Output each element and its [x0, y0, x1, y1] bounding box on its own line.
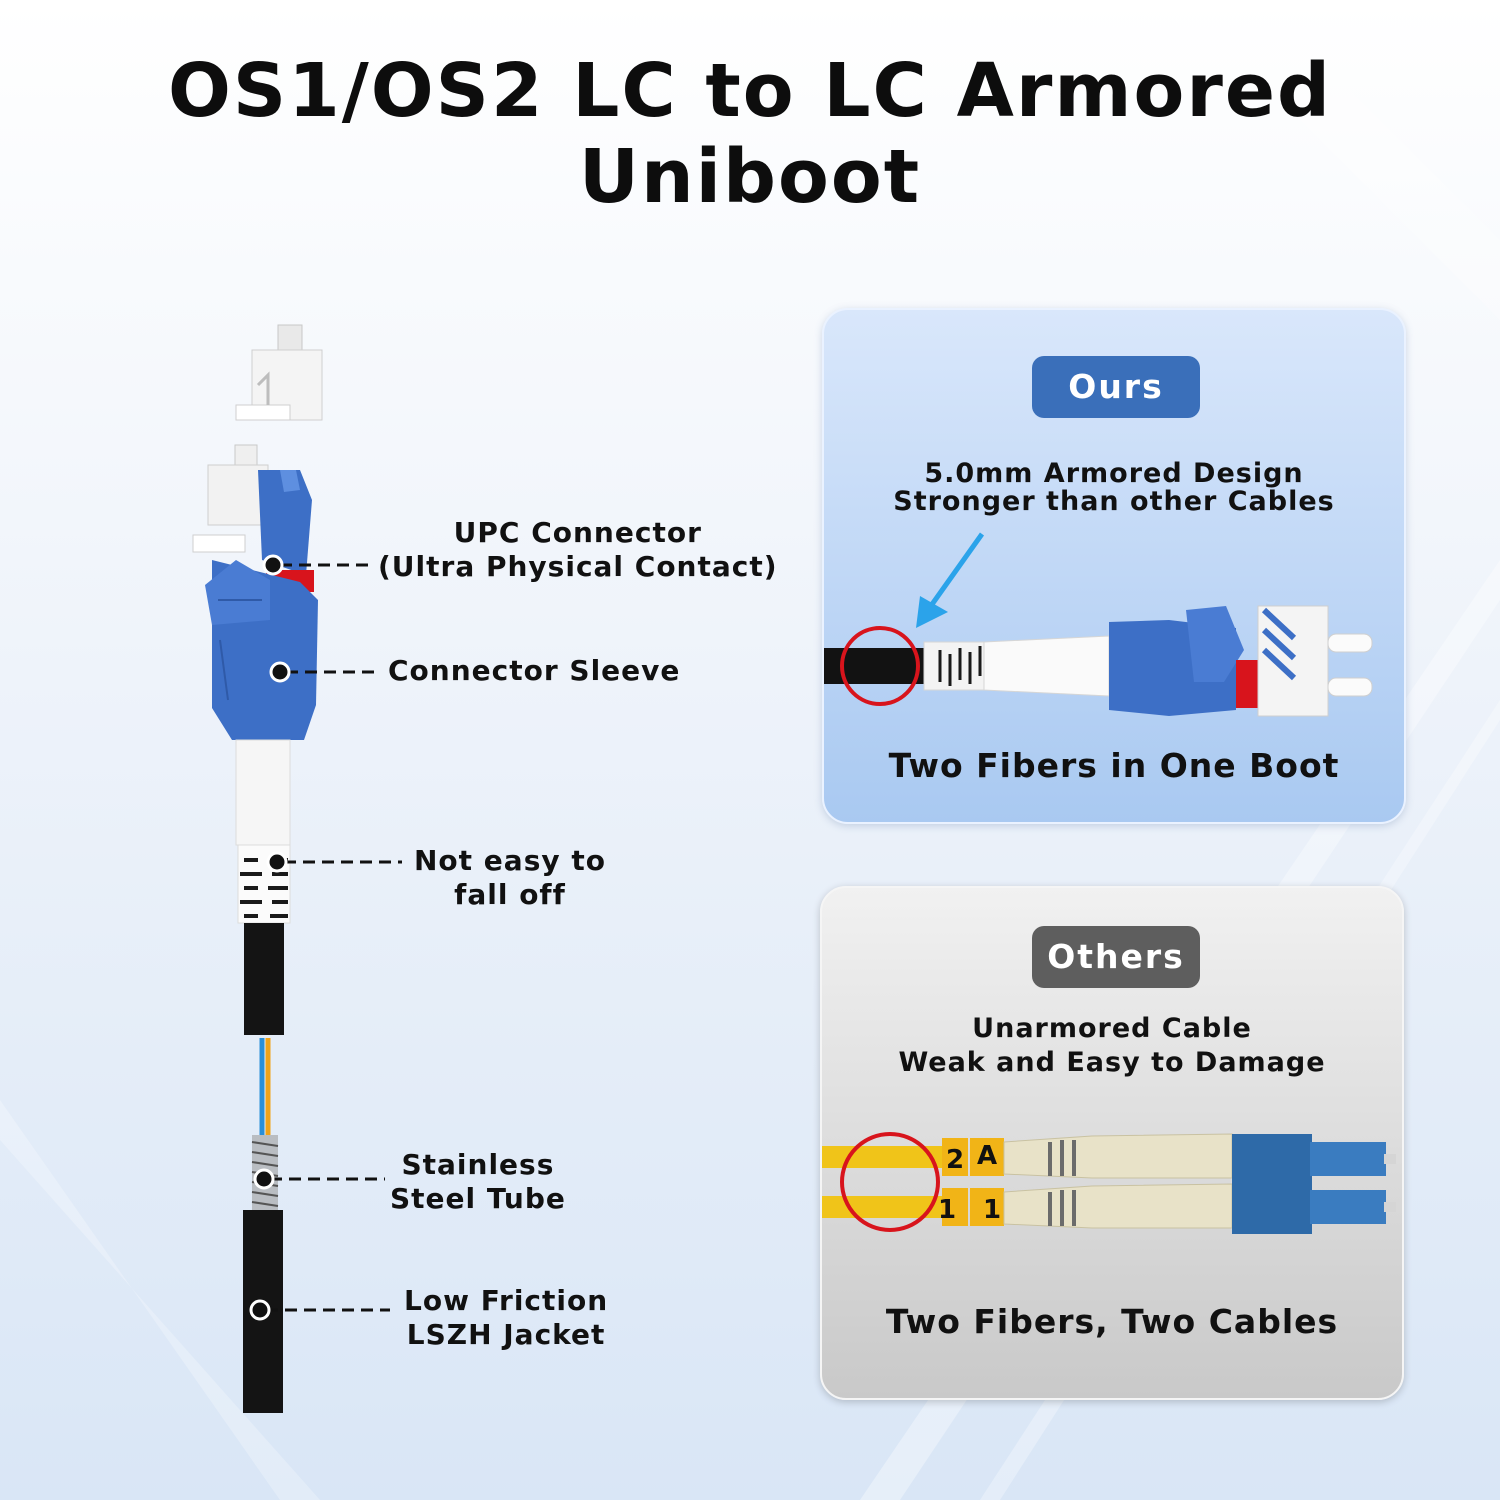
- ours-desc-line1: 5.0mm Armored Design: [924, 458, 1304, 489]
- ours-cable-illustration: [824, 532, 1373, 717]
- callout-lszh-jacket: Low Friction LSZH Jacket: [404, 1284, 608, 1352]
- dust-cap: [235, 324, 323, 421]
- callout-steel-tube: Stainless Steel Tube: [390, 1148, 566, 1216]
- callout-fall-off: Not easy to fall off: [414, 844, 606, 912]
- callout-jacket-line2: LSZH Jacket: [406, 1318, 606, 1351]
- ours-description: 5.0mm Armored Design Stronger than other…: [824, 460, 1404, 516]
- ours-desc-line2: Stronger than other Cables: [893, 486, 1335, 517]
- bare-fibers: [259, 1038, 271, 1148]
- others-description: Unarmored Cable Weak and Easy to Damage: [822, 1012, 1402, 1080]
- callout-falloff-line1: Not easy to: [414, 844, 606, 877]
- cable-boot: [235, 739, 291, 924]
- highlight-ring: [840, 1132, 940, 1232]
- ours-badge: Ours: [1032, 356, 1200, 418]
- callout-leaders: [266, 563, 402, 1312]
- arrow-icon: [916, 532, 985, 628]
- ours-panel: Ours 5.0mm Armored Design Stronger than …: [822, 308, 1406, 824]
- others-desc-line1: Unarmored Cable: [972, 1013, 1252, 1044]
- cable-jacket-upper: [244, 923, 284, 1035]
- callout-upc-connector: UPC Connector (Ultra Physical Contact): [378, 516, 778, 584]
- callout-sleeve-line1: Connector Sleeve: [388, 654, 681, 687]
- callout-upc-line2: (Ultra Physical Contact): [378, 550, 778, 583]
- page-title: OS1/OS2 LC to LC Armored Uniboot: [168, 48, 1332, 220]
- label-top-left: 2: [946, 1145, 964, 1175]
- callout-dots: [249, 554, 291, 1321]
- others-panel: Others Unarmored Cable Weak and Easy to …: [820, 886, 1404, 1400]
- label-bottom-left: 1: [938, 1195, 956, 1225]
- callout-falloff-line2: fall off: [454, 878, 566, 911]
- label-bottom-right: 1: [983, 1195, 1001, 1225]
- callout-steel-line1: Stainless: [401, 1148, 555, 1181]
- callout-upc-line1: UPC Connector: [453, 516, 702, 549]
- ours-caption: Two Fibers in One Boot: [888, 746, 1340, 785]
- highlight-ring: [840, 626, 920, 706]
- callout-connector-sleeve: Connector Sleeve: [388, 654, 680, 688]
- others-badge: Others: [1032, 926, 1200, 988]
- others-cable-illustration: 2 A 1 1: [822, 1132, 1396, 1234]
- callout-steel-line2: Steel Tube: [390, 1182, 566, 1215]
- label-top-right: A: [977, 1141, 997, 1171]
- others-caption: Two Fibers, Two Cables: [885, 1302, 1339, 1341]
- others-desc-line2: Weak and Easy to Damage: [898, 1047, 1326, 1078]
- callout-jacket-line1: Low Friction: [404, 1284, 609, 1317]
- lc-connector: [192, 444, 318, 740]
